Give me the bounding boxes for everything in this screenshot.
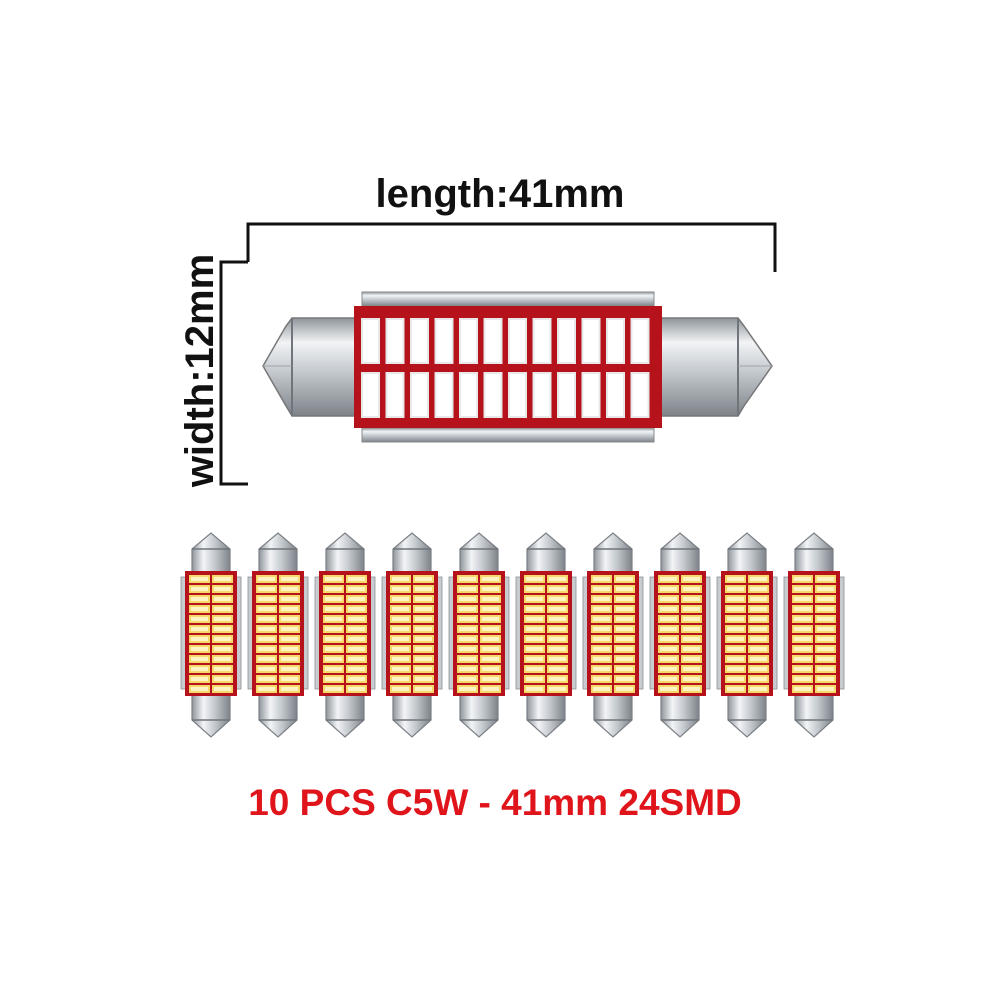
length-dimension-bracket — [246, 222, 777, 272]
small-bulb — [515, 532, 577, 738]
product-caption: 10 PCS C5W - 41mm 24SMD — [248, 782, 742, 823]
width-dimension-label: width:12mm — [176, 245, 226, 495]
led-chip-array — [361, 318, 650, 418]
small-bulb — [716, 532, 778, 738]
width-dimension-bracket — [219, 260, 248, 486]
left-end-cap — [262, 317, 359, 417]
small-bulb — [582, 532, 644, 738]
small-bulb — [314, 532, 376, 738]
small-bulb — [247, 532, 309, 738]
length-dimension-label: length:41mm — [375, 172, 625, 216]
large-bulb — [262, 291, 773, 443]
small-bulb — [180, 532, 242, 738]
small-bulb — [649, 532, 711, 738]
small-bulb — [783, 532, 845, 738]
small-bulb — [381, 532, 443, 738]
bulb-pack-row — [180, 532, 845, 738]
small-bulb — [448, 532, 510, 738]
width-dimension-text: width:12mm — [178, 253, 223, 487]
